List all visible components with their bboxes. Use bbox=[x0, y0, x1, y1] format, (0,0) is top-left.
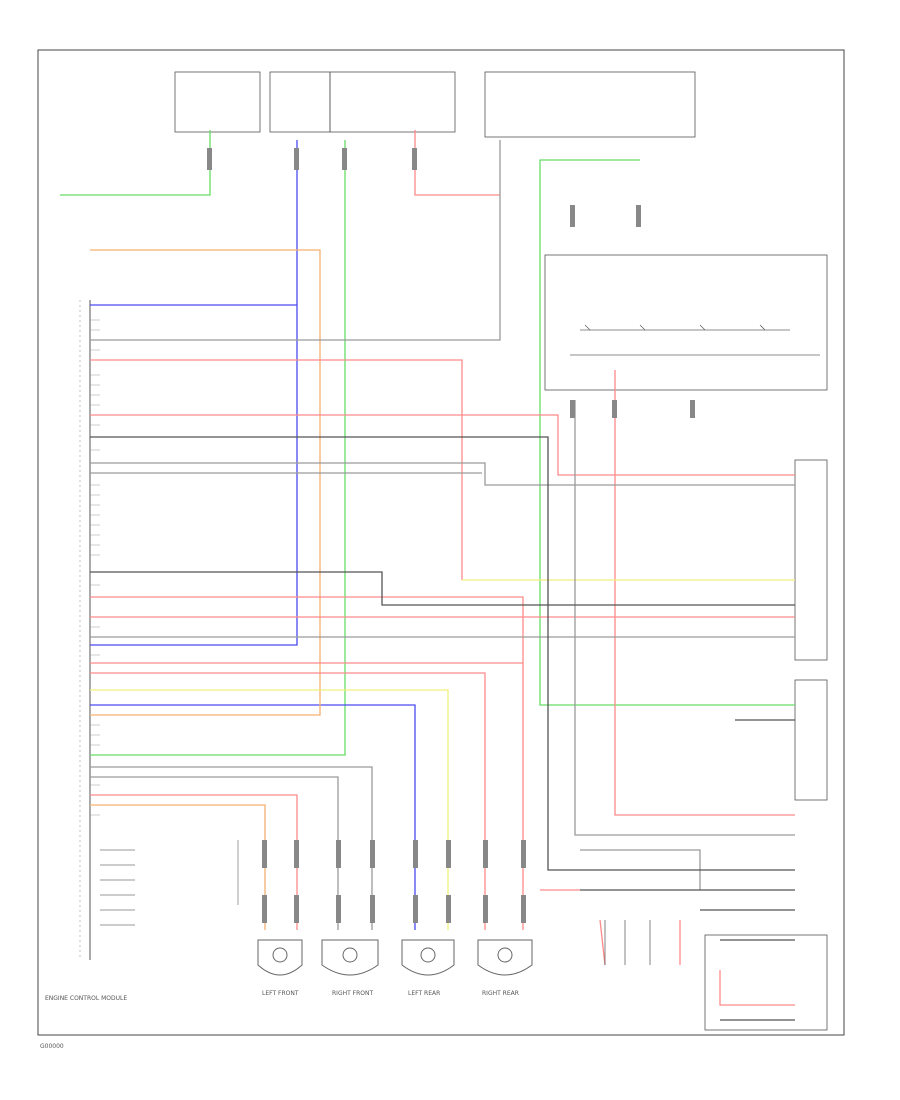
wire-gray-g bbox=[574, 400, 795, 836]
wheel-sensors bbox=[257, 840, 533, 976]
diagram-frame bbox=[37, 49, 845, 1036]
wire-red-a bbox=[90, 359, 463, 580]
wire-green-left bbox=[60, 130, 211, 196]
wire-dark-b bbox=[90, 571, 795, 606]
wire-orange-main bbox=[90, 249, 321, 716]
wire-green-mid bbox=[90, 140, 346, 756]
wire-red-c bbox=[90, 596, 524, 930]
connector-markers bbox=[207, 148, 695, 418]
wire-red-br1 bbox=[719, 970, 795, 1006]
wire-green-main bbox=[539, 159, 795, 706]
ecm-connector bbox=[79, 300, 91, 960]
wire-red-right bbox=[614, 370, 795, 816]
right-components bbox=[544, 254, 828, 1031]
wire-blue-main bbox=[90, 140, 298, 646]
wire-orange-sensor bbox=[90, 804, 266, 930]
range-switch bbox=[570, 324, 820, 965]
wires bbox=[60, 130, 795, 1021]
sensor-right-front bbox=[321, 840, 379, 976]
wire-gray-f bbox=[90, 140, 501, 341]
wire-red-f bbox=[90, 672, 486, 930]
wire-red-top bbox=[414, 130, 500, 196]
ecm-internal bbox=[100, 840, 239, 926]
wheel-sensor-label-3: LEFT REAR bbox=[408, 990, 440, 997]
wire-red-br2 bbox=[599, 919, 606, 966]
wire-red-sensor bbox=[90, 794, 298, 930]
ecm-pin-ticks bbox=[90, 319, 100, 816]
wire-yellow-sensor bbox=[90, 689, 449, 930]
wire-dark-a bbox=[90, 436, 795, 871]
sensor-right-rear bbox=[477, 840, 533, 976]
wire-blue-sensor bbox=[90, 704, 416, 930]
wheel-sensor-label-2: RIGHT FRONT bbox=[332, 990, 374, 997]
wire-gray-e bbox=[90, 776, 339, 930]
left-title: ENGINE CONTROL MODULE bbox=[45, 995, 127, 1002]
wire-gray-h bbox=[580, 849, 701, 890]
wheel-sensor-label-1: LEFT FRONT bbox=[262, 990, 299, 997]
wheel-sensor-label-4: RIGHT REAR bbox=[482, 990, 519, 997]
footer-code: G00000 bbox=[40, 1043, 64, 1050]
wire-gray-d bbox=[90, 766, 373, 930]
sensor-left-rear bbox=[401, 840, 455, 976]
wire-red-b bbox=[90, 414, 795, 476]
top-fuse-boxes bbox=[174, 71, 696, 138]
sensor-left-front bbox=[257, 840, 303, 976]
wire-gray-a bbox=[90, 462, 795, 486]
